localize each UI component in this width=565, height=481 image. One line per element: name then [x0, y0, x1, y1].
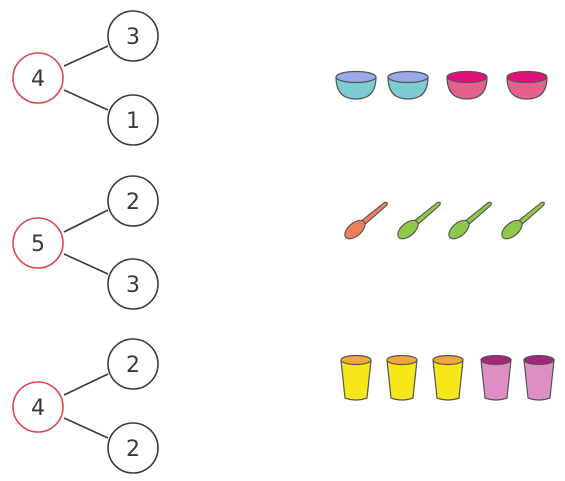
- part-circle-top: [107, 338, 159, 390]
- bond-line: [63, 373, 109, 396]
- whole-circle: [12, 381, 64, 433]
- part-number-bottom: 1: [126, 109, 140, 134]
- part-number-top: 3: [126, 25, 140, 50]
- whole-number: 4: [31, 396, 45, 421]
- part-circle-top: [107, 10, 159, 62]
- part-circle-bottom: [107, 94, 159, 146]
- cup-row: [340, 354, 555, 401]
- whole-number: 5: [31, 232, 45, 257]
- bond-line: [63, 209, 109, 233]
- spoon-icon: [448, 201, 492, 240]
- bond-line: [63, 89, 109, 111]
- cup-icon: [480, 354, 512, 401]
- cup-icon: [386, 354, 418, 401]
- bowl-icon: [446, 70, 488, 100]
- bowl-icon: [506, 70, 548, 100]
- number-bond-2: 5 2 3: [12, 175, 159, 310]
- part-number-top: 2: [126, 190, 140, 215]
- part-circle-bottom: [107, 422, 159, 474]
- spoon-icon: [397, 201, 441, 240]
- bowl-icon: [387, 70, 429, 100]
- bowl-row: [335, 70, 548, 100]
- cup-icon: [523, 354, 555, 401]
- spoon-icon: [501, 201, 545, 240]
- part-circle-bottom: [107, 258, 159, 310]
- part-number-bottom: 3: [126, 273, 140, 298]
- whole-number: 4: [31, 67, 45, 92]
- number-bond-3: 4 2 2: [12, 338, 159, 474]
- whole-circle: [12, 52, 64, 104]
- part-circle-top: [107, 175, 159, 227]
- spoon-row: [344, 201, 545, 240]
- part-number-top: 2: [126, 353, 140, 378]
- whole-circle: [12, 217, 64, 269]
- bowl-icon: [335, 70, 377, 100]
- bond-line: [63, 45, 109, 67]
- spoon-icon: [344, 201, 388, 240]
- part-number-bottom: 2: [126, 437, 140, 462]
- number-bond-1: 4 3 1: [12, 10, 159, 146]
- bond-line: [63, 417, 109, 439]
- cup-icon: [340, 354, 372, 401]
- cup-icon: [432, 354, 464, 401]
- bond-line: [63, 253, 109, 275]
